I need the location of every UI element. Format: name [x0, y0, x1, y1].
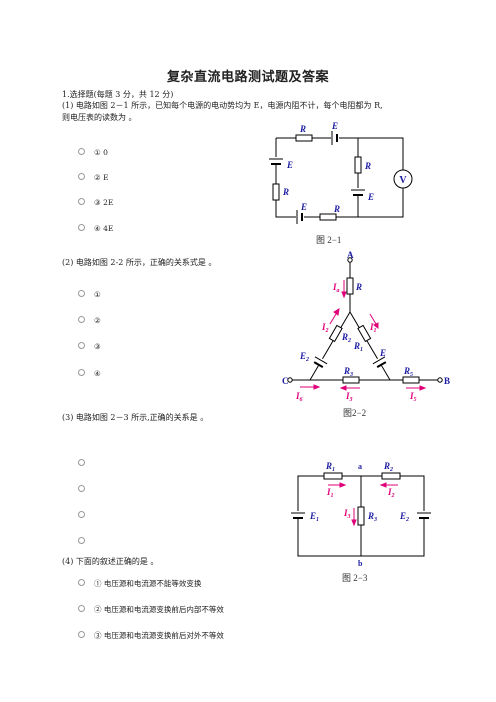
current-i5-label: I5 — [409, 391, 417, 403]
q1-option-2[interactable]: ② E — [78, 172, 109, 182]
label-r-mid: R — [364, 161, 371, 171]
q4-option-3[interactable]: ③ 电压源和电流源变换前后对外不等效 — [78, 630, 224, 641]
figure-2-1: V R E E R R E E R 图 2−1 — [269, 122, 413, 245]
node-a-label: A — [347, 250, 354, 260]
current-i2-label: I2 — [387, 487, 395, 499]
radio-icon[interactable] — [78, 315, 85, 323]
radio-icon[interactable] — [78, 289, 85, 297]
current-i3-label: I3 — [343, 508, 351, 520]
current-i1-label: I1 — [326, 487, 334, 499]
q4-option-1[interactable]: ① 电压源和电流源不能等效变换 — [78, 578, 201, 589]
option-label: ③ 2E — [94, 198, 114, 207]
label-e-mid: E — [367, 192, 374, 202]
option-label: ① — [94, 290, 101, 299]
node-b-label: b — [358, 559, 363, 568]
figure-2-3: R1 R2 R3 E1 E2 a b I1 I2 I3 图 2−3 — [291, 461, 431, 583]
label-r-bottom: R — [333, 204, 340, 214]
radio-icon[interactable] — [78, 484, 85, 492]
label-r1: R1 — [353, 341, 363, 353]
label-r-top: R — [299, 124, 306, 134]
radio-icon[interactable] — [78, 172, 85, 180]
option-label: ① 0 — [94, 148, 108, 157]
radio-icon[interactable] — [78, 536, 85, 544]
option-label: ④ 4E — [94, 224, 114, 233]
option-label: ② E — [94, 173, 109, 182]
q3-text: (3) 电路如图 2－3 所示,正确的关系是 。 — [62, 413, 209, 422]
label-e2: E2 — [299, 351, 309, 363]
radio-icon[interactable] — [78, 578, 85, 586]
option-label: ③ 电压源和电流源变换前后对外不等效 — [94, 631, 224, 640]
label-r-top: R — [355, 282, 362, 292]
label-r1: R1 — [325, 461, 335, 473]
figure-2-3-caption: 图 2−3 — [342, 573, 368, 583]
current-i1-label: I1 — [369, 322, 377, 334]
q2-option-3[interactable]: ③ — [78, 341, 101, 351]
radio-icon[interactable] — [78, 147, 85, 155]
q2-text: (2) 电路如图 2-2 所示，正确的关系式是 。 — [62, 258, 217, 267]
radio-icon[interactable] — [78, 458, 85, 466]
q3-option-2[interactable] — [78, 484, 94, 494]
q3-option-3[interactable] — [78, 510, 94, 520]
figure-2-2: A C B R R2 R1 E2 E R3 R5 Ia I2 I1 I6 I3 … — [282, 250, 450, 418]
q3-option-1[interactable] — [78, 458, 94, 468]
label-e-top: E — [331, 122, 338, 131]
figure-2-1-caption: 图 2−1 — [316, 235, 341, 245]
radio-icon[interactable] — [78, 223, 85, 231]
figure-2-2-caption: 图2−2 — [343, 408, 366, 418]
current-i3-label: I3 — [345, 391, 353, 403]
label-e1: E1 — [309, 511, 319, 523]
label-e: E — [379, 348, 386, 358]
q1-option-3[interactable]: ③ 2E — [78, 197, 114, 207]
voltmeter-label: V — [399, 175, 407, 186]
label-r2: R2 — [341, 332, 351, 344]
q1-option-4[interactable]: ④ 4E — [78, 223, 114, 233]
radio-icon[interactable] — [78, 510, 85, 518]
q1-option-1[interactable]: ① 0 — [78, 147, 108, 157]
node-b-label: B — [444, 376, 450, 386]
q1-text-line1: (1) 电路如图 2－1 所示，已知每个电源的电动势均为 E，电源内阻不计，每个… — [62, 101, 383, 110]
current-i2-label: I2 — [321, 322, 329, 334]
node-a-label: a — [358, 462, 362, 471]
page-title: 复杂直流电路测试题及答案 — [166, 70, 329, 85]
label-r5: R5 — [403, 366, 413, 378]
label-e-bottom: E — [300, 202, 307, 212]
q4-option-2[interactable]: ② 电压源和电流源变换前后内部不等效 — [78, 604, 224, 615]
label-r2: R2 — [383, 461, 393, 473]
option-label: ④ — [94, 369, 101, 378]
radio-icon[interactable] — [78, 197, 85, 205]
radio-icon[interactable] — [78, 630, 85, 638]
option-label: ② 电压源和电流源变换前后内部不等效 — [94, 605, 224, 614]
current-i6-label: I6 — [295, 391, 303, 403]
radio-icon[interactable] — [78, 368, 85, 376]
q4-text: (4) 下面的叙述正确的是 。 — [62, 557, 159, 566]
q3-option-4[interactable] — [78, 536, 94, 546]
q2-option-4[interactable]: ④ — [78, 368, 101, 378]
current-ia-label: Ia — [332, 282, 340, 294]
q2-option-1[interactable]: ① — [78, 289, 101, 299]
label-r-left: R — [282, 187, 289, 197]
q2-option-2[interactable]: ② — [78, 315, 101, 325]
label-e2: E2 — [399, 511, 409, 523]
option-label: ① 电压源和电流源不能等效变换 — [94, 579, 202, 588]
q1-text-line2: 则电压表的读数为 。 — [62, 113, 137, 122]
radio-icon[interactable] — [78, 341, 85, 349]
node-c-label: C — [282, 376, 289, 386]
option-label: ③ — [94, 342, 101, 351]
section-heading: 1.选择题(每题 3 分，共 12 分) — [62, 90, 174, 99]
label-e-left: E — [286, 160, 293, 170]
label-r3: R3 — [343, 366, 353, 378]
radio-icon[interactable] — [78, 604, 85, 612]
label-r3: R3 — [367, 511, 377, 523]
option-label: ② — [94, 316, 101, 325]
